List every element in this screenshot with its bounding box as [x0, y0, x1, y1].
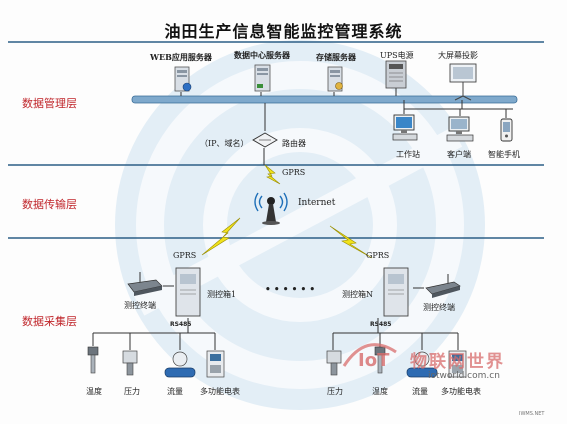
router-ip-domain-label: （IP、域名） — [200, 139, 249, 148]
right-sensor-label-4: 多功能电表 — [441, 387, 481, 396]
temperature-sensor-icon — [87, 346, 99, 374]
left-rs485-label: RS485 — [170, 321, 192, 328]
pressure-sensor-icon-right — [326, 350, 342, 376]
workstation-label: 工作站 — [396, 150, 420, 159]
smartphone-icon — [500, 118, 513, 142]
left-sensor-label-4: 多功能电表 — [200, 387, 240, 396]
pressure-sensor-icon — [122, 350, 138, 376]
right-sensor-label-3: 流量 — [412, 387, 428, 396]
bigscreen-label: 大屏幕投影 — [438, 51, 478, 60]
internet-label: Internet — [298, 198, 336, 208]
storage-server-icon — [327, 66, 343, 92]
antenna-tower-icon — [254, 192, 288, 225]
watermark-logo-inner-ring — [203, 128, 397, 322]
storage-server-label: 存储服务器 — [316, 52, 356, 62]
lightning-bolt-top — [264, 164, 281, 185]
control-box-1-label: 测控箱1 — [207, 290, 237, 299]
left-terminal-label: 测控终端 — [124, 301, 156, 310]
left-sensor-label-1: 温度 — [86, 387, 102, 396]
router-icon — [252, 132, 278, 148]
gprs-label-right: GPRS — [366, 251, 390, 260]
ups-label: UPS电源 — [380, 51, 414, 60]
left-sensor-label-2: 压力 — [124, 387, 140, 396]
datacenter-server-label: 数据中心服务器 — [234, 50, 290, 60]
datacenter-server-icon — [254, 64, 271, 92]
client-label: 客户端 — [447, 150, 471, 159]
left-sensor-label-3: 流量 — [167, 387, 183, 396]
ellipsis: • • • • • • — [265, 285, 316, 295]
lightning-bolt-left — [201, 217, 241, 256]
right-terminal-icon — [425, 274, 461, 298]
control-box-n-label: 测控箱N — [342, 290, 373, 299]
watermark-title: 物联网世界 — [410, 352, 505, 372]
layer-label-transmission: 数据传输层 — [22, 198, 77, 211]
left-control-box-icon — [175, 267, 201, 317]
temperature-sensor-icon-right — [374, 346, 386, 374]
right-rs485-label: RS485 — [370, 321, 392, 328]
watermark-logo-swoosh — [134, 127, 463, 316]
layer-label-collection: 数据采集层 — [22, 315, 77, 328]
flow-meter-icon — [164, 351, 196, 378]
router-label: 路由器 — [282, 139, 306, 148]
right-control-box-icon — [383, 267, 409, 317]
gprs-label-left: GPRS — [173, 251, 197, 260]
server-bus — [131, 95, 518, 104]
image-credit: IWMS.NET — [519, 411, 545, 417]
power-meter-icon-right — [448, 350, 467, 378]
power-meter-icon — [206, 350, 225, 378]
ups-power-icon — [385, 60, 407, 89]
client-computer-icon — [446, 116, 474, 142]
lightning-bolt-right — [329, 225, 373, 259]
watermark-url: iotworld.com.cn — [428, 371, 500, 381]
right-terminal-label: 测控终端 — [423, 303, 455, 312]
page-title: 油田生产信息智能监控管理系统 — [164, 22, 403, 41]
right-sensor-label-2: 温度 — [372, 387, 388, 396]
projector-screen-icon — [449, 63, 477, 101]
left-terminal-icon — [127, 272, 163, 296]
watermark-logo-ring — [136, 61, 464, 389]
right-sensor-label-1: 压力 — [327, 387, 343, 396]
flow-meter-icon-right — [406, 351, 438, 378]
web-server-icon — [174, 66, 192, 92]
smartphone-label: 智能手机 — [488, 150, 520, 159]
svg-text:IoT: IoT — [358, 350, 390, 371]
iot-watermark-logo-icon: IoT — [342, 343, 397, 371]
gprs-label-top: GPRS — [282, 168, 306, 177]
layer-label-management: 数据管理层 — [22, 97, 77, 110]
web-server-label: WEB应用服务器 — [150, 52, 212, 62]
workstation-icon — [392, 114, 418, 141]
